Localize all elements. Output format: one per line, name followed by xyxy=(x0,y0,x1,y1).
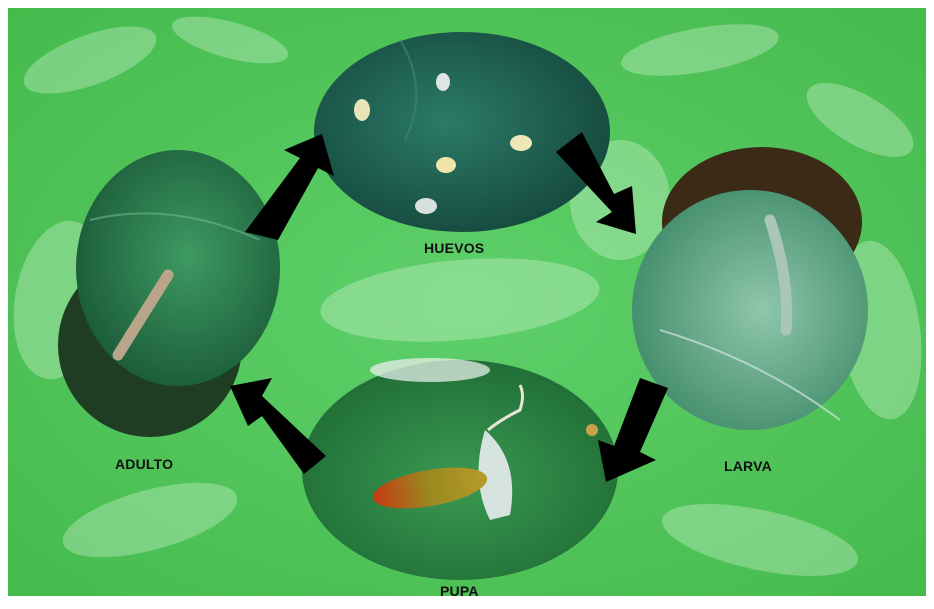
egg xyxy=(510,135,532,151)
label-huevos: HUEVOS xyxy=(424,240,484,256)
egg xyxy=(436,157,456,173)
label-larva: LARVA xyxy=(724,458,772,474)
egg xyxy=(354,99,370,121)
egg xyxy=(415,198,437,214)
label-adulto: ADULTO xyxy=(115,456,173,472)
eggs-photo xyxy=(314,32,610,232)
label-pupa: PUPA xyxy=(440,583,479,599)
egg xyxy=(436,73,450,91)
